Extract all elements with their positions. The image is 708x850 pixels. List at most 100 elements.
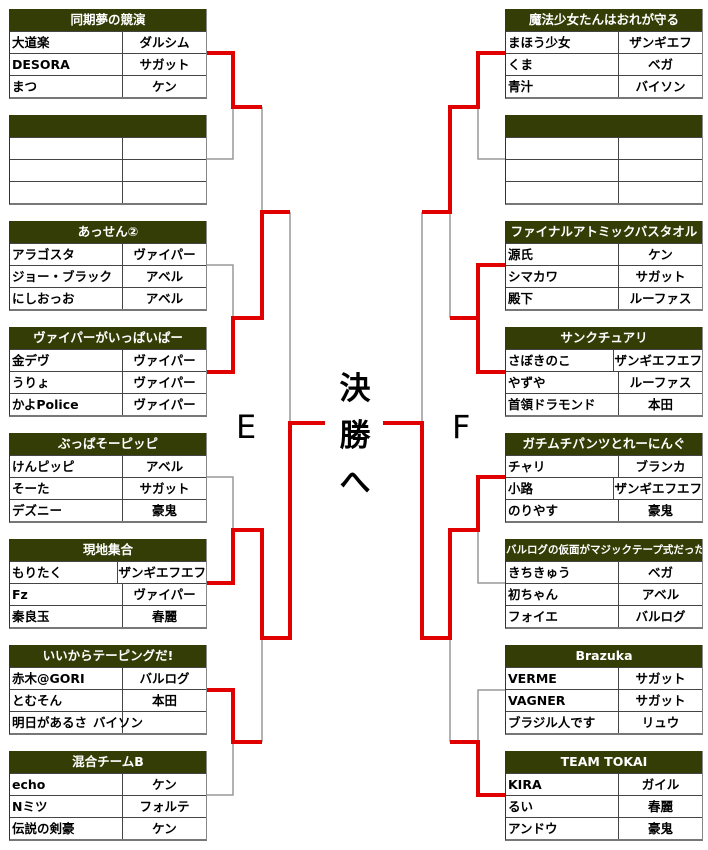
character-name: ケン — [152, 777, 177, 792]
member-row: 明日があるさバイソン — [10, 711, 206, 733]
member-row: きちきゅうベガ — [506, 561, 702, 583]
team-table: ガチムチパンツとれーにんぐチャリブランカ小路ザンギエフエフのりやす豪鬼 — [505, 433, 703, 523]
character-name: リュウ — [641, 715, 680, 730]
final-char: へ — [339, 465, 371, 501]
member-row: アラゴスタヴァイパー — [10, 243, 206, 265]
member-row: るい春麗 — [506, 795, 702, 817]
character-name — [619, 160, 702, 181]
team-table — [505, 115, 703, 205]
character-name: バルログ — [635, 609, 686, 624]
player-name: ジョー・ブラック — [10, 266, 123, 287]
player-name: チャリ — [506, 456, 619, 477]
player-name — [506, 182, 619, 203]
character-name — [123, 160, 206, 181]
member-row: VAGNER サガット — [506, 689, 702, 711]
player-name: Fz — [10, 584, 123, 605]
team-name: バルログの仮面がマジックテープ式だった — [506, 539, 702, 561]
member-row: 殿下ルーファス — [506, 287, 702, 309]
member-row: 伝説の剣豪 ケン — [10, 817, 206, 839]
team-table: 魔法少女たんはおれが守るまほう少女ザンギエフくまベガ青汁バイソン — [505, 9, 703, 99]
player-name — [10, 182, 123, 203]
player-name: 殿下 — [506, 288, 619, 309]
member-row: とむそん本田 — [10, 689, 206, 711]
member-row: チャリブランカ — [506, 455, 702, 477]
team-name: TEAM TOKAI — [506, 751, 702, 773]
player-name: VERME — [506, 668, 619, 689]
player-name: デズニー — [10, 500, 123, 521]
character-name — [123, 182, 206, 203]
player-name: VAGNER — [506, 690, 619, 711]
character-name: 豪鬼 — [647, 503, 673, 518]
player-name: ブラジル人です — [506, 712, 619, 733]
character-name: ガイル — [641, 777, 680, 792]
character-name: ルーファス — [629, 291, 692, 306]
member-row — [506, 181, 702, 203]
player-name: のりやす — [506, 500, 619, 521]
player-name: アラゴスタ — [10, 244, 123, 265]
player-name — [10, 138, 123, 159]
player-name: 源氏 — [506, 244, 619, 265]
character-name: ザンギエフエフ — [614, 353, 702, 368]
player-name: とむそん — [10, 690, 123, 711]
member-row: 小路ザンギエフエフ — [506, 477, 702, 499]
player-name: 秦良玉 — [10, 606, 123, 627]
player-name: 伝説の剣豪 — [10, 818, 123, 839]
block-f-label: F — [452, 408, 471, 446]
team-name: あっせん② — [10, 221, 206, 243]
member-row: Nミツフォルテ — [10, 795, 206, 817]
character-name: ザンギエフエフ — [118, 565, 206, 580]
character-name: サガット — [635, 693, 686, 708]
player-name: もりたく — [10, 562, 119, 583]
team-name: 魔法少女たんはおれが守る — [506, 9, 702, 31]
team-name: Brazuka — [506, 645, 702, 667]
member-row: 秦良玉 春麗 — [10, 605, 206, 627]
player-name: まほう少女 — [506, 32, 619, 53]
character-name: ヴァイパー — [133, 247, 196, 262]
player-name: 青汁 — [506, 76, 619, 97]
block-e-label: E — [236, 408, 257, 446]
member-row — [10, 181, 206, 203]
member-row: 金デヴヴァイパー — [10, 349, 206, 371]
player-name: DESORA — [10, 54, 123, 75]
character-name: アベル — [145, 269, 184, 284]
team-table — [9, 115, 207, 205]
member-row: やずやルーファス — [506, 371, 702, 393]
member-row: 大道楽ダルシム — [10, 31, 206, 53]
member-row: 初ちゃんアベル — [506, 583, 702, 605]
member-row: ジョー・ブラック アベル — [10, 265, 206, 287]
team-name: 同期夢の競演 — [10, 9, 206, 31]
character-name: ケン — [152, 79, 177, 94]
player-name: まつ — [10, 76, 123, 97]
player-name: にしおっお — [10, 288, 123, 309]
character-name: 本田 — [647, 397, 673, 412]
character-name: サガット — [635, 269, 686, 284]
player-name: アンドウ — [506, 818, 619, 839]
character-name: ケン — [152, 821, 177, 836]
member-row: もりたくザンギエフエフ — [10, 561, 206, 583]
character-name: サガット — [635, 671, 686, 686]
player-name: うりょ — [10, 372, 123, 393]
team-name: いいからテーピングだ! — [10, 645, 206, 667]
member-row — [506, 137, 702, 159]
member-row: さぼきのこザンギエフエフ — [506, 349, 702, 371]
character-name — [619, 182, 702, 203]
player-name: 小路 — [506, 478, 615, 499]
member-row: 青汁バイソン — [506, 75, 702, 97]
character-name: ルーファス — [629, 375, 692, 390]
player-name: るい — [506, 796, 619, 817]
character-name: ベガ — [647, 565, 673, 580]
character-name: 春麗 — [151, 609, 177, 624]
team-name: ヴァイパーがいっぱいぱー — [10, 327, 206, 349]
character-name: ザンギエフエフ — [614, 481, 702, 496]
character-name: ケン — [648, 247, 673, 262]
bracket-winner-lines — [205, 51, 505, 797]
player-name: さぼきのこ — [506, 350, 615, 371]
team-name: ファイナルアトミックバスタオル — [506, 221, 702, 243]
